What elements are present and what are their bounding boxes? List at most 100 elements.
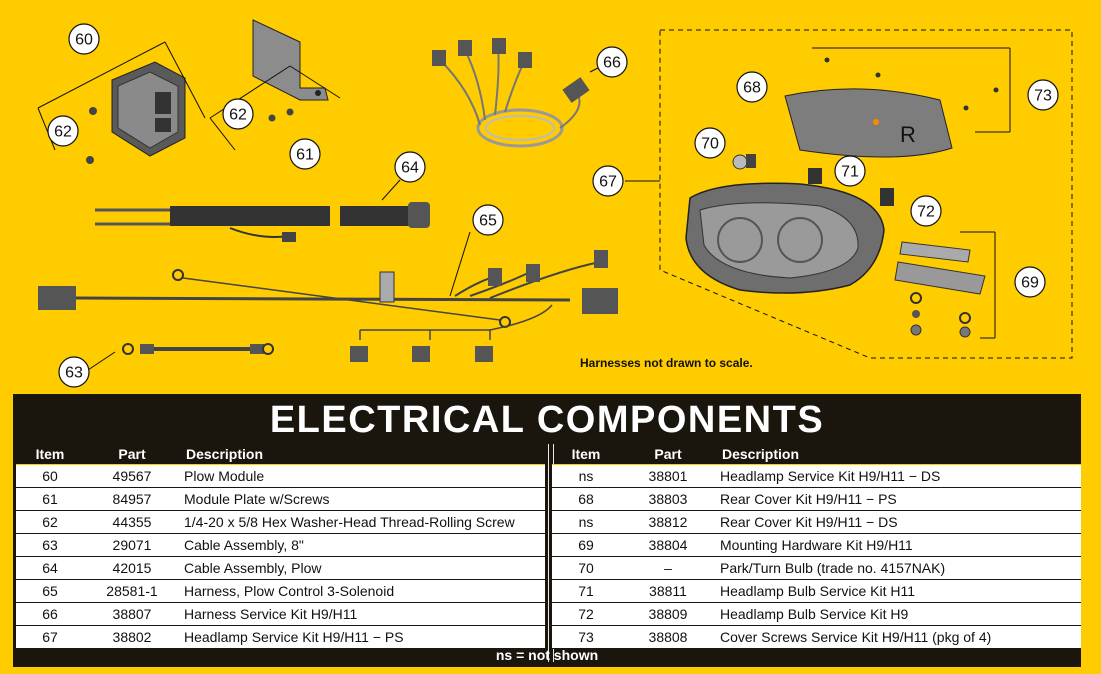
harness-service-kit-drawing — [432, 38, 603, 148]
cell-part: 38812 — [620, 510, 716, 534]
callout: 69 — [1014, 266, 1046, 298]
cell-description: Rear Cover Kit H9/H11 − PS — [716, 487, 1081, 511]
svg-text:60: 60 — [75, 32, 93, 49]
cell-item: 63 — [16, 533, 84, 557]
cell-description: Headlamp Bulb Service Kit H9 — [716, 602, 1081, 626]
cell-description: Headlamp Service Kit H9/H11 − DS — [716, 464, 1081, 488]
callout: 71 — [834, 155, 866, 187]
cell-part: 38809 — [620, 602, 716, 626]
plow-control-harness-drawing — [38, 231, 618, 362]
svg-text:69: 69 — [1021, 275, 1039, 292]
cell-item: 72 — [552, 602, 620, 626]
module-plate-drawing — [209, 19, 341, 151]
callout: 73 — [1027, 79, 1059, 111]
plow-module-drawing — [37, 41, 206, 157]
cell-description: Module Plate w/Screws — [180, 487, 545, 511]
callout: 65 — [472, 204, 504, 236]
callout: 61 — [289, 138, 321, 170]
svg-text:73: 73 — [1034, 88, 1052, 105]
header-description: Description — [180, 444, 545, 465]
callout: 63 — [58, 356, 90, 388]
scale-note: Harnesses not drawn to scale. — [580, 356, 753, 370]
cell-description: Rear Cover Kit H9/H11 − DS — [716, 510, 1081, 534]
cell-item: ns — [552, 510, 620, 534]
cable-assembly-drawing — [87, 343, 274, 371]
cell-part: 38802 — [84, 625, 180, 649]
header-part: Part — [84, 444, 180, 465]
cell-description: Cable Assembly, Plow — [180, 556, 545, 580]
cell-description: Mounting Hardware Kit H9/H11 — [716, 533, 1081, 557]
svg-text:67: 67 — [599, 174, 617, 191]
cell-part: – — [620, 556, 716, 580]
cell-description: Park/Turn Bulb (trade no. 4157NAK) — [716, 556, 1081, 580]
callout: 62 — [47, 115, 79, 147]
table-title: ELECTRICAL COMPONENTS — [269, 399, 825, 441]
parts-diagram: R 60 61 — [37, 19, 1073, 388]
header-description: Description — [716, 444, 1081, 465]
cell-description: Headlamp Service Kit H9/H11 − PS — [180, 625, 545, 649]
cell-item: 70 — [552, 556, 620, 580]
svg-text:63: 63 — [65, 365, 83, 382]
cell-item: 68 — [552, 487, 620, 511]
cell-part: 28581-1 — [84, 579, 180, 603]
cell-description: Cover Screws Service Kit H9/H11 (pkg of … — [716, 625, 1081, 649]
cell-description: Harness, Plow Control 3-Solenoid — [180, 579, 545, 603]
cell-description: Plow Module — [180, 464, 545, 488]
cell-description: Cable Assembly, 8" — [180, 533, 545, 557]
plow-cable-drawing — [95, 179, 430, 242]
cell-part: 42015 — [84, 556, 180, 580]
cell-part: 38807 — [84, 602, 180, 626]
header-item: Item — [552, 444, 620, 465]
cell-part: 38801 — [620, 464, 716, 488]
mounting-hardware-drawing — [894, 231, 996, 339]
headlamp-group-outline — [659, 29, 1073, 359]
cover-screws-drawing — [812, 47, 1011, 133]
cell-description: Headlamp Bulb Service Kit H11 — [716, 579, 1081, 603]
cell-part: 38803 — [620, 487, 716, 511]
callout: 60 — [68, 23, 100, 55]
park-turn-bulb-drawing — [732, 154, 756, 170]
svg-text:72: 72 — [917, 204, 935, 221]
cell-item: 66 — [16, 602, 84, 626]
lamp-marking: R — [900, 122, 916, 147]
table-header-row: Item Part Description — [16, 444, 545, 465]
svg-text:66: 66 — [603, 55, 621, 72]
screw-drawing — [86, 107, 97, 164]
header-item: Item — [16, 444, 84, 465]
cell-item: 71 — [552, 579, 620, 603]
rear-cover-drawing: R — [784, 88, 953, 158]
callout: 62 — [222, 98, 254, 130]
cell-part: 49567 — [84, 464, 180, 488]
table-row: 70–Park/Turn Bulb (trade no. 4157NAK) — [552, 556, 1081, 580]
cell-part: 38811 — [620, 579, 716, 603]
cell-part: 29071 — [84, 533, 180, 557]
cell-item: 64 — [16, 556, 84, 580]
table-header-row: Item Part Description — [552, 444, 1081, 465]
cell-part: 44355 — [84, 510, 180, 534]
table-footer: ns = not shown — [495, 647, 599, 663]
cell-item: 73 — [552, 625, 620, 649]
svg-text:71: 71 — [841, 164, 859, 181]
callout: 72 — [910, 195, 942, 227]
cell-item: 65 — [16, 579, 84, 603]
header-part: Part — [620, 444, 716, 465]
callout: 70 — [694, 127, 726, 159]
parts-table: ELECTRICAL COMPONENTS Item Part Descript… — [13, 394, 1081, 667]
svg-text:65: 65 — [479, 213, 497, 230]
cell-item: 61 — [16, 487, 84, 511]
